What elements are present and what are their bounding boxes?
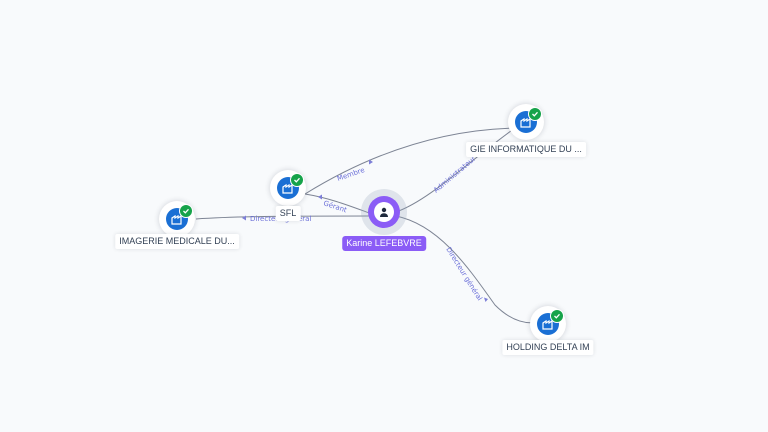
verified-check-icon: [550, 309, 564, 323]
verified-check-icon: [528, 107, 542, 121]
verified-check-icon: [290, 173, 304, 187]
person-label[interactable]: Karine LEFEBVRE: [342, 236, 426, 251]
arrow-gerant: [318, 194, 322, 200]
company-label-imagerie[interactable]: IMAGERIE MEDICALE DU...: [115, 234, 239, 249]
edge-administrateur: [395, 127, 516, 213]
arrow-membre: [369, 159, 373, 165]
arrow-holding: [484, 297, 488, 302]
company-label-gie[interactable]: GIE INFORMATIQUE DU ...: [466, 142, 586, 157]
person-node[interactable]: [368, 196, 400, 228]
company-node-sfl[interactable]: [270, 170, 306, 206]
arrow-directeur-imagerie: [242, 215, 246, 221]
company-node-imagerie[interactable]: [159, 201, 195, 237]
edge-membre: [304, 127, 516, 195]
verified-check-icon: [179, 204, 193, 218]
company-node-gie[interactable]: [508, 104, 544, 140]
edge-label-administrateur: Administrateur: [432, 155, 477, 195]
company-node-holding[interactable]: [530, 306, 566, 342]
company-label-sfl[interactable]: SFL: [275, 206, 301, 221]
company-label-holding[interactable]: HOLDING DELTA IM: [502, 340, 594, 355]
edge-directeur-holding: [395, 215, 541, 324]
edge-directeur-imagerie: [195, 215, 373, 220]
edge-gerant: [304, 193, 373, 215]
person-icon: [374, 202, 394, 222]
edge-label-directeur-holding: Directeur général: [444, 246, 483, 302]
